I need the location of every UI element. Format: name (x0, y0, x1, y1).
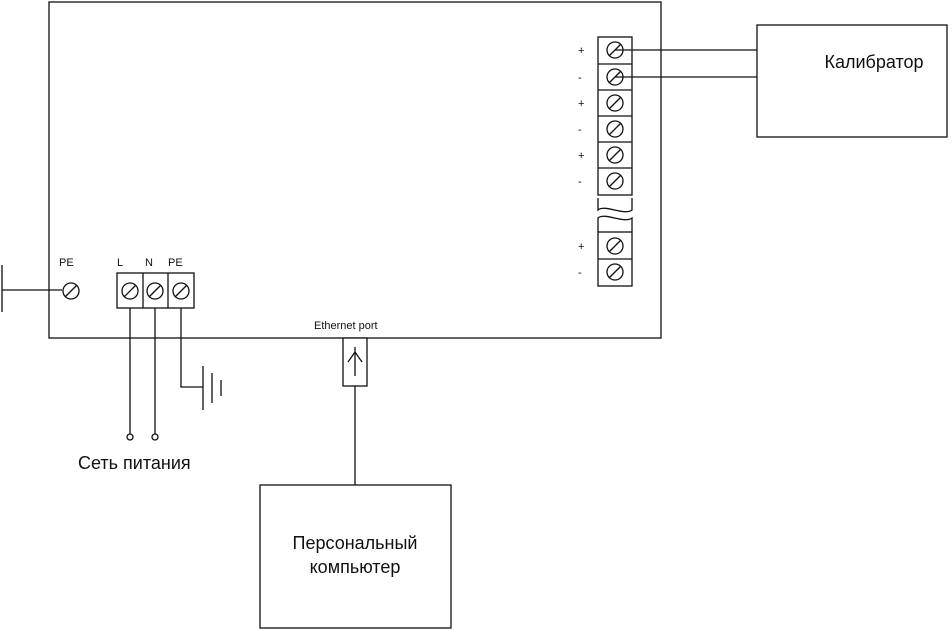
terminal-label-L: L (117, 257, 123, 269)
left-pe-label: PE (59, 257, 74, 269)
screw-PE (172, 282, 190, 300)
signal-terminal-screw (606, 94, 624, 112)
terminal-label-PE: PE (168, 257, 183, 269)
terminal-sign: + (578, 241, 584, 253)
screw-N (146, 282, 164, 300)
pc-label-line2: компьютер (310, 557, 401, 577)
ground-symbol (202, 366, 222, 410)
terminal-sign: + (578, 150, 584, 162)
terminal-sign: + (578, 98, 584, 110)
terminal-sign: - (578, 72, 582, 84)
mains-label: Сеть питания (78, 453, 191, 473)
signal-terminal-screw (606, 237, 624, 255)
pc-label-line1: Персональный (293, 533, 418, 553)
signal-terminal-signs: + - + - + - + - (578, 45, 584, 279)
calibrator-label: Калибратор (824, 52, 923, 72)
mains-terminal-N (151, 433, 159, 441)
terminal-strip-break (597, 198, 633, 232)
terminal-sign: - (578, 124, 582, 136)
wire-PE-ground (180, 308, 203, 388)
terminal-sign: + (578, 45, 584, 57)
signal-terminal-screw (606, 120, 624, 138)
ethernet-port-label: Ethernet port (314, 320, 378, 332)
ethernet-connector-icon (347, 347, 363, 376)
mains-terminal-L (126, 433, 134, 441)
terminal-sign: - (578, 176, 582, 188)
calibrator-box (756, 24, 948, 138)
signal-screws (606, 41, 624, 281)
terminal-label-N: N (145, 257, 153, 269)
pc-box (259, 484, 452, 629)
signal-terminal-screw (606, 172, 624, 190)
terminal-sign: - (578, 267, 582, 279)
left-pe-screw (62, 282, 80, 300)
screw-L (121, 282, 139, 300)
signal-terminal-screw (606, 146, 624, 164)
signal-terminal-screw (606, 263, 624, 281)
